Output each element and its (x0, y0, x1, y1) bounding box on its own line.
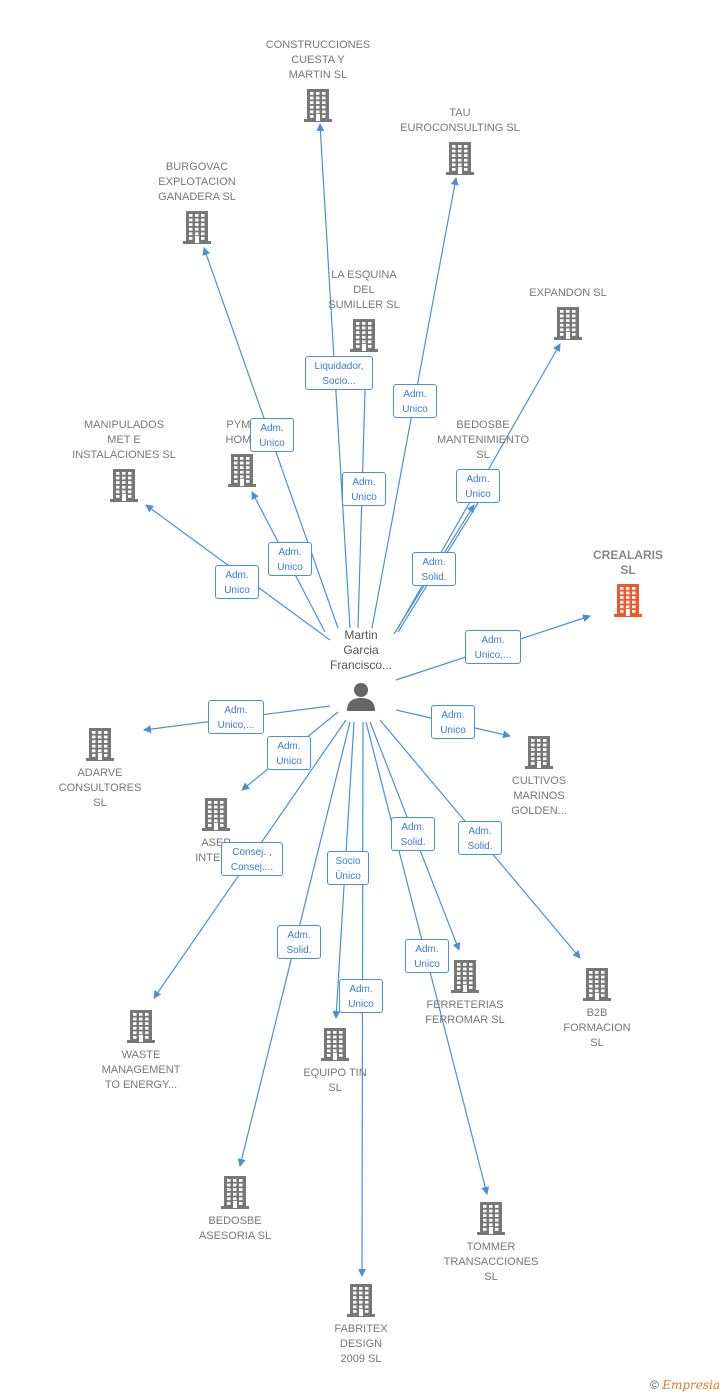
building-icon (385, 140, 535, 176)
company-node-esquina[interactable]: LA ESQUINA DEL SUMILLER SL (289, 268, 439, 353)
edge-label-crealaris[interactable]: Adm. Unico,... (465, 630, 521, 664)
company-node-burgovac[interactable]: BURGOVAC EXPLOTACION GANADERA SL (122, 160, 272, 245)
edge-label-adarve[interactable]: Adm. Unico,... (208, 700, 264, 734)
person-node[interactable]: Martin Garcia Francisco... (306, 628, 416, 713)
edge-label-bedosbe_mant[interactable]: Adm. Solid. (412, 552, 456, 586)
edge-label-asep[interactable]: Adm. Unico (267, 736, 311, 770)
company-node-pyme[interactable]: PYME HOME (167, 418, 317, 488)
company-name: ADARVE CONSULTORES SL (58, 767, 142, 809)
building-icon (464, 734, 614, 770)
building-icon (289, 317, 439, 353)
building-icon (49, 467, 199, 503)
building-icon (160, 1174, 310, 1210)
company-node-fabritex[interactable]: FABRITEX DESIGN 2009 SL (286, 1282, 436, 1367)
edge-label-ferreterias[interactable]: Adm. Solid. (391, 817, 435, 851)
edge-label-tau[interactable]: Adm. Unico (393, 384, 437, 418)
company-node-tau[interactable]: TAU EUROCONSULTING SL (385, 106, 535, 176)
person-icon (347, 683, 375, 711)
building-icon (167, 452, 317, 488)
building-icon (141, 796, 291, 832)
edge-label-cultivos[interactable]: Adm. Unico (431, 705, 475, 739)
company-node-equipo[interactable]: EQUIPO TIN SL (260, 1026, 410, 1096)
building-icon (286, 1282, 436, 1318)
footer: © Empresia (650, 1378, 720, 1392)
company-name: MANIPULADOS MET E INSTALACIONES SL (72, 419, 176, 461)
company-name: FERRETERIAS FERROMAR SL (425, 999, 505, 1026)
company-node-ferreterias[interactable]: FERRETERIAS FERROMAR SL (390, 958, 540, 1028)
company-node-cultivos[interactable]: CULTIVOS MARINOS GOLDEN... (464, 734, 614, 819)
company-name: CONSTRUCCIONES CUESTA Y MARTIN SL (265, 39, 371, 81)
building-icon (553, 582, 703, 618)
company-name: BURGOVAC EXPLOTACION GANADERA SL (158, 161, 236, 203)
building-icon (493, 305, 643, 341)
company-name: FABRITEX DESIGN 2009 SL (334, 1323, 388, 1365)
building-icon (522, 966, 672, 1002)
building-icon (66, 1008, 216, 1044)
building-icon (260, 1026, 410, 1062)
company-name: EXPANDON SL (529, 287, 607, 299)
edge-label-construcciones[interactable]: Adm. Unico (342, 472, 386, 506)
company-node-b2b[interactable]: B2B FORMACION SL (522, 966, 672, 1051)
company-node-waste[interactable]: WASTE MANAGEMENT TO ENERGY... (66, 1008, 216, 1093)
company-node-tommer[interactable]: TOMMER TRANSACCIONES SL (416, 1200, 566, 1285)
company-name: CREALARIS SL (592, 548, 663, 577)
company-node-manipulados[interactable]: MANIPULADOS MET E INSTALACIONES SL (49, 418, 199, 503)
company-node-crealaris[interactable]: CREALARIS SL (553, 548, 703, 618)
building-icon (390, 958, 540, 994)
copyright-symbol: © (650, 1378, 659, 1392)
building-icon (25, 726, 175, 762)
edge-label-equipo[interactable]: Socio Único (327, 851, 369, 885)
company-name: TOMMER TRANSACCIONES SL (443, 1241, 539, 1283)
edge-label-manipulados[interactable]: Adm. Unico (215, 565, 259, 599)
edge-label-waste[interactable]: Consej. , Consej.... (221, 842, 283, 876)
building-icon (122, 209, 272, 245)
company-name: BEDOSBE ASESORIA SL (198, 1215, 272, 1242)
company-name: B2B FORMACION SL (563, 1007, 631, 1049)
company-name: EQUIPO TIN SL (303, 1067, 367, 1094)
edge-label-esquina[interactable]: Liquidador, Socio... (305, 356, 373, 390)
person-name: Martin Garcia Francisco... (329, 628, 392, 672)
edge-label-pyme[interactable]: Adm. Unico (268, 542, 312, 576)
company-node-expandon[interactable]: EXPANDON SL (493, 286, 643, 341)
edge-label-burgovac[interactable]: Adm. Unico (250, 418, 294, 452)
edge-label-tommer[interactable]: Adm. Unico (405, 939, 449, 973)
company-name: PYME HOME (225, 419, 259, 446)
building-icon (243, 87, 393, 123)
company-name: LA ESQUINA DEL SUMILLER SL (328, 269, 400, 311)
edge-label-bedosbe_ases[interactable]: Adm. Solid. (277, 925, 321, 959)
company-name: CULTIVOS MARINOS GOLDEN... (511, 775, 567, 817)
company-node-adarve[interactable]: ADARVE CONSULTORES SL (25, 726, 175, 811)
edge-label-fabritex[interactable]: Adm. Unico (339, 979, 383, 1013)
company-name: BEDOSBE MANTENIMIENTO SL (436, 419, 530, 461)
edge-label-b2b[interactable]: Adm. Solid. (458, 821, 502, 855)
edge-label-expandon[interactable]: Adm. Unico (456, 469, 500, 503)
company-name: WASTE MANAGEMENT TO ENERGY... (101, 1049, 181, 1091)
company-name: TAU EUROCONSULTING SL (400, 107, 520, 134)
company-node-construcciones[interactable]: CONSTRUCCIONES CUESTA Y MARTIN SL (243, 38, 393, 123)
building-icon (416, 1200, 566, 1236)
empresia-logo[interactable]: Empresia (662, 1378, 720, 1392)
company-node-bedosbe_ases[interactable]: BEDOSBE ASESORIA SL (160, 1174, 310, 1244)
